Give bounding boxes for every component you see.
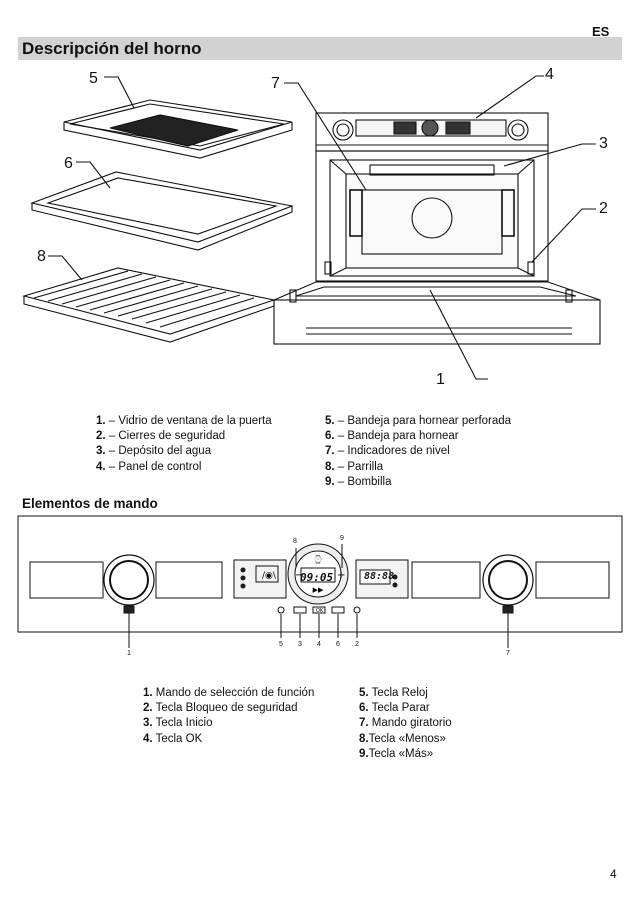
- controls-legend-left: 1. Mando de selección de función 2. Tecl…: [143, 686, 314, 747]
- panel-callout-5: 5: [279, 641, 283, 648]
- legend-item: 7. Mando giratorio: [359, 717, 452, 730]
- perforated-tray-illustration: [63, 99, 293, 159]
- control-panel-diagram: ⌚ − + ▶▶ /◉\ OK: [17, 515, 623, 648]
- panel-callout-3: 3: [298, 641, 302, 648]
- legend-item: 2. Tecla Bloqueo de seguridad: [143, 702, 298, 715]
- legend-item: 3. – Depósito del agua: [96, 445, 212, 458]
- panel-clock-display: 88:88: [364, 571, 395, 582]
- legend-item: 7. – Indicadores de nivel: [325, 445, 450, 458]
- panel-callout-1: 1: [127, 650, 131, 657]
- legend-item: 9. – Bombilla: [325, 475, 392, 488]
- legend-item: 6. Tecla Parar: [359, 702, 430, 715]
- panel-callout-4: 4: [317, 641, 321, 648]
- section-title-bar: [18, 37, 622, 60]
- legend-item: 1. – Vidrio de ventana de la puerta: [96, 415, 272, 427]
- controls-title: Elementos de mando: [22, 496, 158, 511]
- callout-5: 5: [89, 70, 98, 87]
- legend-item: 1. Mando de selección de función: [143, 687, 315, 699]
- panel-callout-7: 7: [506, 650, 510, 657]
- legend-item: 4. – Panel de control: [96, 460, 202, 473]
- page-number: 4: [610, 867, 617, 881]
- panel-callout-2: 2: [355, 641, 359, 648]
- legend-item: 9.Tecla «Más»: [359, 747, 434, 760]
- svg-text:−: −: [295, 570, 303, 581]
- callout-2: 2: [599, 200, 608, 217]
- legend-item: 5. Tecla Reloj: [359, 687, 428, 699]
- legend-item: 4. Tecla OK: [143, 732, 203, 745]
- svg-text:/◉\: /◉\: [262, 571, 277, 581]
- controls-legend-right: 5. Tecla Reloj 6. Tecla Parar 7. Mando g…: [359, 686, 452, 762]
- legend-item: 6. – Bandeja para hornear: [325, 430, 459, 443]
- callout-7: 7: [271, 75, 280, 92]
- legend-item: 8.Tecla «Menos»: [359, 732, 446, 745]
- legend-item: 2. – Cierres de seguridad: [96, 430, 226, 443]
- panel-time-display: 09:05: [300, 571, 334, 584]
- oven-body-illustration: [273, 112, 601, 345]
- svg-text:▶▶: ▶▶: [313, 586, 324, 594]
- panel-callout-6: 6: [336, 641, 340, 648]
- callout-4: 4: [545, 66, 554, 83]
- callout-3: 3: [599, 135, 608, 152]
- baking-tray-illustration: [30, 171, 294, 251]
- rack-illustration: [21, 267, 277, 343]
- oven-legend-left: 1. – Vidrio de ventana de la puerta 2. –…: [96, 414, 272, 475]
- legend-item: 5. – Bandeja para hornear perforada: [325, 415, 512, 427]
- legend-item: 3. Tecla Inicio: [143, 717, 213, 730]
- panel-callout-8: 8: [293, 538, 297, 545]
- oven-legend-right: 5. – Bandeja para hornear perforada 6. –…: [325, 414, 511, 490]
- callout-1: 1: [436, 371, 445, 388]
- callout-8: 8: [37, 248, 46, 265]
- legend-item: 8. – Parrilla: [325, 460, 384, 473]
- oven-diagram: [21, 75, 601, 380]
- section-title: Descripción del horno: [22, 39, 202, 58]
- callout-6: 6: [64, 155, 73, 172]
- language-code: ES: [592, 24, 610, 39]
- svg-text:OK: OK: [316, 608, 324, 614]
- svg-text:⌚: ⌚: [313, 554, 323, 564]
- svg-text:+: +: [337, 570, 345, 581]
- panel-callout-9: 9: [340, 535, 344, 542]
